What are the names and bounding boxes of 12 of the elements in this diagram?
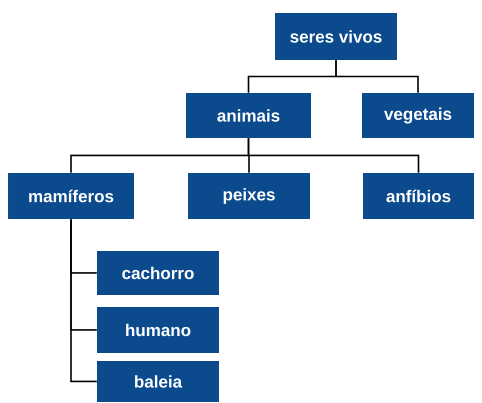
category-box: baleia (97, 360, 219, 402)
category-box: humano (97, 306, 219, 353)
category-box: seres vivos (275, 13, 397, 60)
connector-line (70, 219, 97, 382)
category-box: anfíbios (363, 173, 474, 219)
category-box: mamíferos (8, 173, 134, 219)
category-box: peixes (188, 173, 310, 219)
category-box: animais (186, 93, 311, 138)
connector-line (248, 138, 420, 173)
category-box: cachorro (97, 250, 219, 295)
connector-line (335, 60, 419, 93)
category-box: vegetais (362, 93, 474, 138)
